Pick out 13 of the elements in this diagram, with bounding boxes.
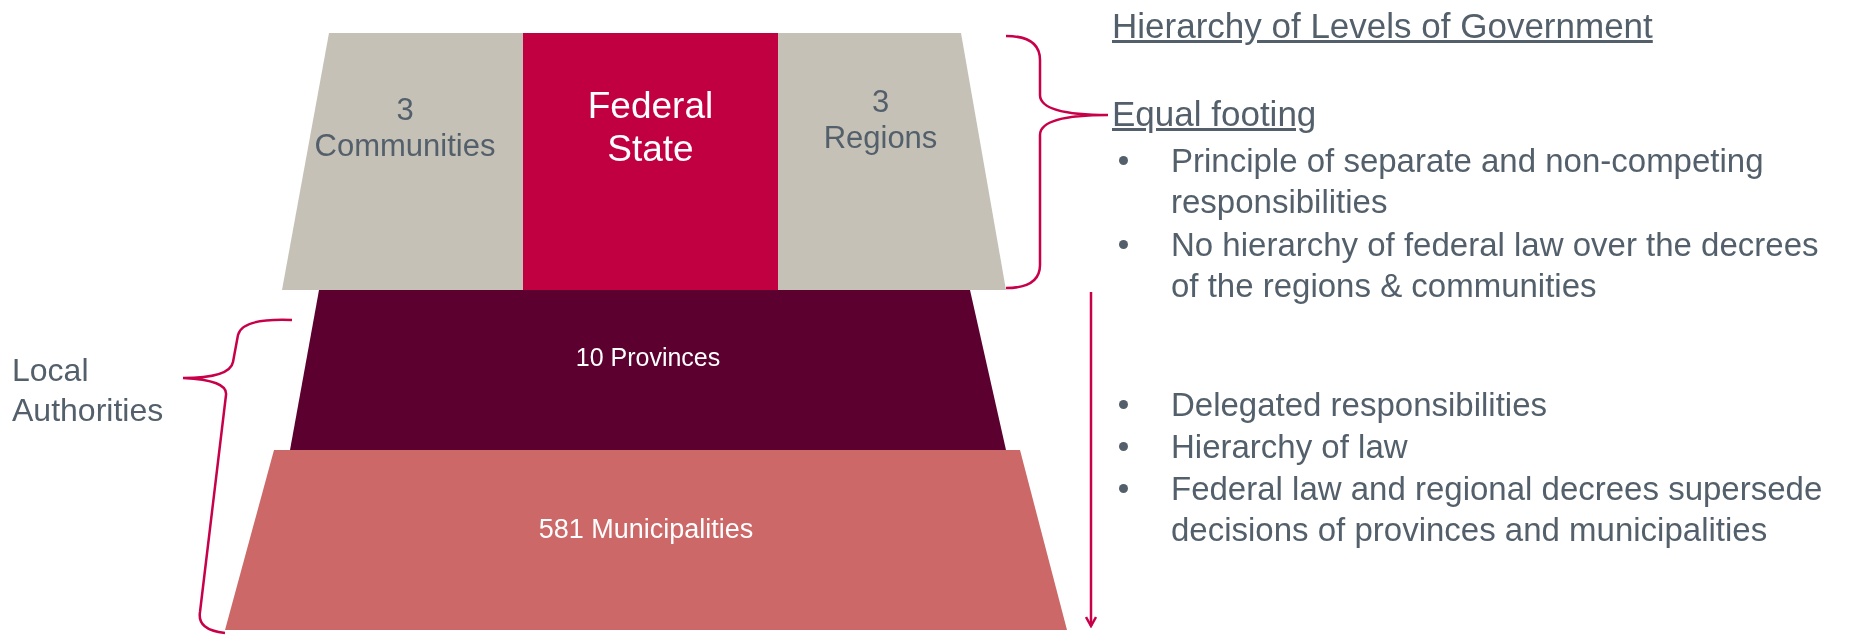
side-label: Local Authorities <box>12 351 165 430</box>
bullet-text: Delegated responsibilities <box>1171 385 1549 425</box>
segment-label: 10 Provinces <box>574 342 722 372</box>
bullet-text: Hierarchy of law <box>1171 427 1409 467</box>
bullet-text: Federal law and regional decrees supersede decisions of provinces and municipalities <box>1171 469 1824 551</box>
segment-label: 3 Regions <box>822 84 939 156</box>
segment-label: 581 Municipalities <box>537 514 755 546</box>
subheading: Equal footing <box>1112 93 1318 135</box>
bullet-text: No hierarchy of federal law over the decrees of the regions & communities <box>1171 225 1820 307</box>
bullet-text: Principle of separate and non-competing responsibilities <box>1171 141 1765 223</box>
heading: Hierarchy of Levels of Government <box>1112 5 1653 47</box>
segment-label: 3 Communities <box>313 92 497 164</box>
segment-label: Federal State <box>586 85 715 171</box>
